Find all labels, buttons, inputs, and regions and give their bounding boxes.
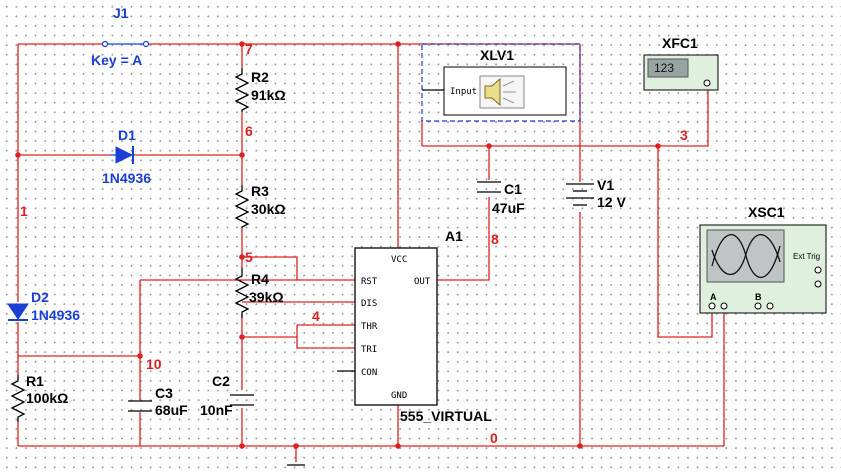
d2-ref: D2 [31, 289, 49, 305]
d1-ref: D1 [118, 127, 136, 143]
net-label-3: 3 [680, 127, 688, 143]
net-label-4: 4 [312, 308, 320, 324]
capacitor-c2[interactable]: C2 10nF [200, 373, 254, 418]
scope-waveform-icon [711, 233, 781, 278]
pin-con: CON [361, 368, 377, 378]
resistor-r2[interactable]: R2 91kΩ [234, 68, 286, 112]
c2-value: 10nF [200, 402, 233, 418]
speaker-icon [479, 75, 525, 109]
pin-vcc: VCC [391, 255, 407, 265]
xsc1-channel-b: B [755, 292, 762, 302]
v1-ref: V1 [597, 177, 614, 193]
probe-xlv1[interactable]: XLV1 Input [421, 43, 581, 122]
net-label-5: 5 [245, 249, 253, 265]
xsc1-channel-a: A [710, 292, 717, 302]
switch-key-label: Key = A [91, 52, 142, 68]
capacitor-c3[interactable]: C3 68uF [128, 385, 188, 418]
xsc1-ref: XSC1 [748, 204, 785, 220]
frequency-counter-xfc1[interactable]: 123 XFC1 [643, 35, 719, 91]
v1-value: 12 V [597, 194, 626, 210]
net-label-1: 1 [20, 203, 28, 219]
c3-value: 68uF [155, 402, 188, 418]
xlv1-input-label: Input [450, 87, 477, 97]
net-label-6: 6 [245, 123, 253, 139]
net-labels: 7 6 5 4 1 10 8 3 0 [20, 41, 688, 446]
r4-ref: R4 [251, 271, 269, 287]
resistor-r1[interactable]: R1 100kΩ [10, 373, 68, 422]
r3-value: 30kΩ [251, 201, 286, 217]
resistor-r4[interactable]: R4 39kΩ [234, 268, 284, 318]
pin-dis: DIS [361, 299, 377, 309]
pin-thr: THR [361, 322, 378, 332]
diode-d1[interactable]: D1 1N4936 [102, 127, 151, 186]
c3-ref: C3 [155, 385, 173, 401]
a1-part: 555_VIRTUAL [400, 408, 492, 424]
switch-ref: J1 [113, 5, 129, 21]
net-label-0: 0 [490, 430, 498, 446]
resistor-r3[interactable]: R3 30kΩ [234, 183, 286, 228]
xfc1-display: 123 [654, 61, 674, 75]
pin-tri: TRI [361, 345, 377, 355]
pin-out: OUT [414, 277, 431, 287]
r3-ref: R3 [251, 183, 269, 199]
c1-ref: C1 [504, 181, 522, 197]
r4-value: 39kΩ [249, 289, 284, 305]
net-label-10: 10 [146, 356, 162, 372]
d1-part: 1N4936 [102, 170, 151, 186]
wires [17, 43, 725, 462]
oscilloscope-xsc1[interactable]: Ext Trig A B XSC1 [699, 204, 827, 314]
a1-ref: A1 [445, 228, 463, 244]
timer-555-a1[interactable]: VCC RST DIS THR TRI CON GND OUT A1 555_V… [337, 228, 492, 424]
capacitor-c1[interactable]: C1 47uF [477, 181, 525, 216]
pin-rst: RST [361, 277, 378, 287]
switch-j1[interactable]: J1 Key = A [91, 5, 150, 68]
diode-d2[interactable]: D2 1N4936 [7, 289, 80, 323]
c1-value: 47uF [492, 200, 525, 216]
net-label-7: 7 [245, 41, 253, 57]
battery-v1[interactable]: V1 12 V [566, 177, 626, 210]
r2-value: 91kΩ [251, 87, 286, 103]
net-label-8: 8 [491, 231, 499, 247]
r1-ref: R1 [26, 373, 44, 389]
xfc1-ref: XFC1 [662, 35, 698, 51]
junctions [15, 41, 661, 449]
xlv1-ref: XLV1 [480, 47, 514, 63]
d2-part: 1N4936 [31, 307, 80, 323]
r1-value: 100kΩ [26, 390, 68, 406]
pin-gnd: GND [391, 391, 407, 401]
c2-ref: C2 [212, 373, 230, 389]
r2-ref: R2 [251, 69, 269, 85]
xsc1-ext-trig: Ext Trig [793, 252, 820, 261]
